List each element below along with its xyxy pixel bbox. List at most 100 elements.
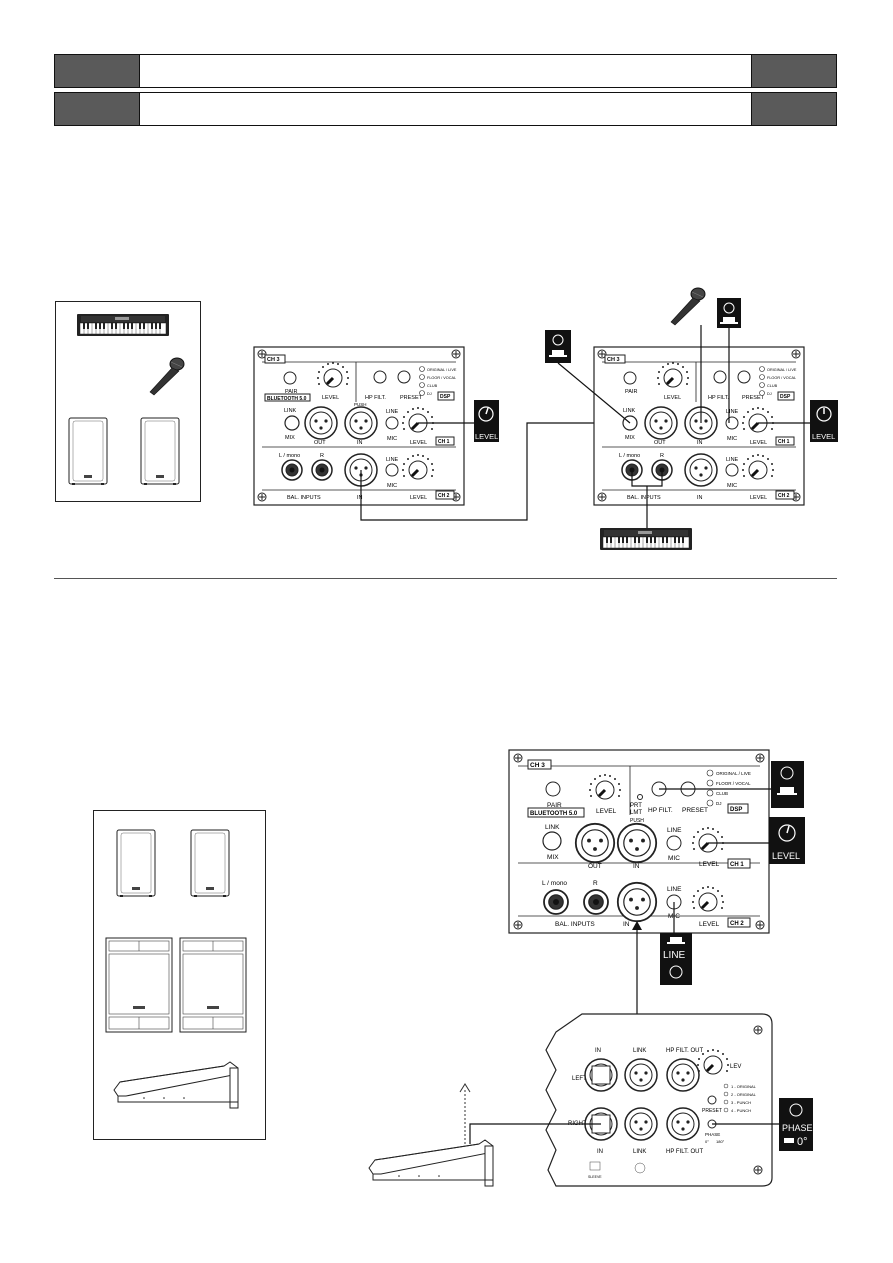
hp-filt-label: HP FILT. (648, 807, 673, 814)
preset-option: DJ (427, 392, 432, 396)
r-label: R (660, 453, 664, 459)
header-tab-left (55, 55, 140, 87)
preset-option: FLOOR / VOCAL (716, 781, 751, 786)
l-mono-label: L / mono (279, 453, 300, 459)
push-label: PUSH (354, 402, 367, 407)
speaker-icon (68, 417, 108, 486)
line-label: LINE (726, 409, 739, 415)
phase-value-180: 180° (716, 1139, 725, 1144)
speaker-icon (140, 417, 180, 486)
ch2-label: CH 2 (438, 493, 450, 499)
ch2-label: CH 2 (730, 921, 744, 927)
hp-filt-out-label: HP FILT. OUT (666, 1149, 703, 1155)
prt-label: PRT (630, 803, 642, 809)
link-label: LINK (633, 1149, 646, 1155)
line-label: LINE (386, 457, 399, 463)
level-label: LEVEL (596, 808, 617, 815)
microphone-icon (670, 287, 706, 326)
level-label: LEVEL (322, 395, 339, 401)
subwoofer-icon (105, 937, 173, 1033)
left-label: LEFT (572, 1076, 587, 1082)
line-callout-label: LINE (663, 950, 686, 961)
in-label: IN (633, 863, 640, 870)
mic-label: MIC (668, 855, 680, 862)
preset-option: DJ (767, 392, 772, 396)
line-label: LINE (726, 457, 739, 463)
level-label: LEVEL (699, 921, 720, 928)
l-mono-label: L / mono (542, 880, 567, 887)
r-label: R (593, 880, 598, 887)
mixer-icon (113, 1061, 239, 1109)
mixer-icon (368, 1139, 494, 1187)
mic-label: MIC (727, 436, 737, 442)
phase-callout-value: 0° (797, 1136, 808, 1148)
in-label: IN (595, 1048, 601, 1054)
preset-option: 4 - PUNCH (731, 1108, 751, 1113)
bal-inputs-label: BAL. INPUTS (627, 495, 661, 501)
preset-option: CLUB (716, 791, 728, 796)
mic-label: MIC (727, 483, 737, 489)
pair-label: PAIR (285, 389, 297, 395)
microphone-icon (149, 357, 185, 396)
hp-filt-out-label: HP FILT. OUT (666, 1048, 703, 1054)
link-label: LINK (623, 408, 636, 414)
level-callout-label: LEVEL (772, 851, 800, 861)
ch3-label: CH 3 (607, 357, 620, 363)
bal-inputs-label: BAL. INPUTS (287, 495, 321, 501)
level-label: LEVEL (410, 495, 427, 501)
ch3-label: CH 3 (267, 357, 280, 363)
bal-inputs-label: BAL. INPUTS (555, 921, 595, 928)
preset-label: PRESET (742, 395, 765, 401)
in-label: IN (697, 495, 703, 501)
push-label: PUSH (630, 818, 644, 824)
hp-filt-label: HP FILT. (708, 395, 729, 401)
phase-callout-label: PHASE (782, 1123, 813, 1133)
preset-label: PRESET (702, 1108, 722, 1114)
control-panel-2: CH 3 PAIR LEVEL HP FILT. PRESET DSP ORIG… (593, 346, 805, 506)
out-label: OUT (314, 440, 326, 446)
hp-filt-label: HP FILT. (365, 395, 386, 401)
line-label: LINE (667, 886, 682, 893)
control-panel-1: CH 3 PAIR BLUETOOTH 5.0 LEVEL HP FILT. P… (253, 346, 465, 506)
sub-panel: IN LEFT LINK HP FILT. OUT RIGHT IN LINK … (545, 1013, 773, 1187)
header-tab-right (751, 93, 836, 125)
ch1-label: CH 1 (438, 439, 450, 445)
in-label: IN (357, 440, 363, 446)
dsp-label: DSP (730, 807, 742, 813)
preset-option: ORIGINAL / LIVE (716, 771, 751, 776)
out-label: OUT (654, 440, 666, 446)
mix-label: MIX (625, 435, 635, 441)
ch1-label: CH 1 (730, 862, 744, 868)
preset-option: CLUB (427, 384, 438, 388)
section-divider (54, 578, 837, 579)
sleeve-label: SLEEVE (588, 1175, 602, 1179)
header-bar-2 (54, 92, 837, 126)
level-label: LEVEL (664, 395, 681, 401)
level-label: LEVEL (410, 440, 427, 446)
mix-label: MIX (285, 435, 295, 441)
ch2-label: CH 2 (778, 493, 790, 499)
link-label: LINK (284, 408, 297, 414)
preset-option: 1 - ORIGINAL (731, 1084, 757, 1089)
line-label: LINE (386, 409, 399, 415)
header-tab-right (751, 55, 836, 87)
lmt-label: LMT (630, 810, 642, 816)
header-bar-1 (54, 54, 837, 88)
mic-label: MIC (387, 483, 397, 489)
in-label: IN (357, 495, 363, 501)
pair-label: PAIR (625, 389, 637, 395)
preset-option: 2 - ORIGINAL (731, 1092, 757, 1097)
r-label: R (320, 453, 324, 459)
dsp-label: DSP (780, 394, 791, 400)
keyboard-icon (599, 527, 693, 551)
header-tab-left (55, 93, 140, 125)
line-label: LINE (667, 827, 682, 834)
subwoofer-icon (179, 937, 247, 1033)
keyboard-icon (76, 313, 170, 337)
preset-option: 3 - PUNCH (731, 1100, 751, 1105)
l-mono-label: L / mono (619, 453, 640, 459)
bluetooth-label: BLUETOOTH 5.0 (267, 396, 307, 402)
preset-option: ORIGINAL / LIVE (767, 368, 797, 372)
level-label: LEVEL (750, 495, 767, 501)
